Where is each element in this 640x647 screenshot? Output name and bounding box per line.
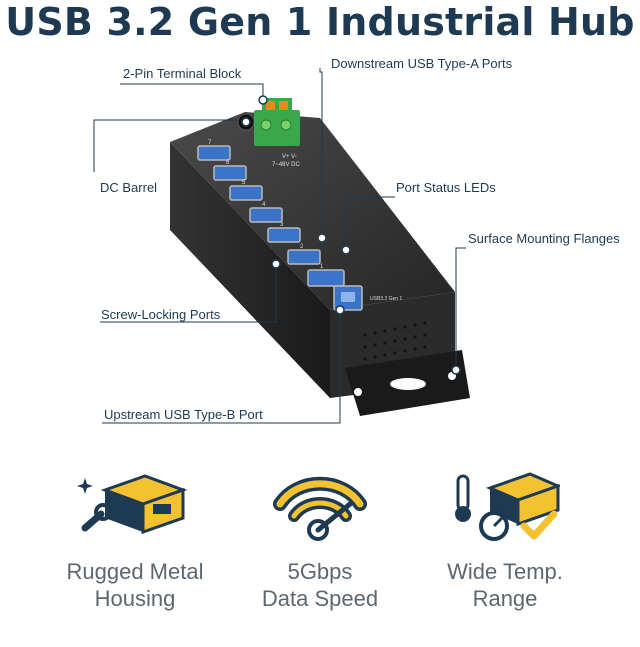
svg-text:7: 7 xyxy=(208,140,212,146)
hub-diagram: V+ V- 7~48V DC 7 6 5 4 3 2 1 USB3.2 Gen … xyxy=(93,68,470,424)
callout-downstream-ports: Downstream USB Type-A Ports xyxy=(331,56,513,71)
feature-label-line1: Wide Temp. xyxy=(447,559,563,584)
rugged-housing-icon xyxy=(77,474,188,535)
feature-wide-temp: Wide Temp. Range xyxy=(410,470,600,612)
usb-port-7 xyxy=(197,145,231,161)
svg-text:1: 1 xyxy=(320,264,324,270)
port-numbers: 7 6 5 4 3 2 1 xyxy=(208,140,324,270)
callout-screw-locking: Screw-Locking Ports xyxy=(101,307,221,322)
svg-text:5: 5 xyxy=(242,180,246,186)
svg-text:6: 6 xyxy=(226,160,230,166)
feature-label-line1: Rugged Metal xyxy=(66,559,204,584)
usb-port-3 xyxy=(267,227,301,243)
callout-dots xyxy=(241,95,461,375)
flange-hole xyxy=(354,388,362,396)
page-title: USB 3.2 Gen 1 Industrial Hub xyxy=(5,0,635,44)
housing-side xyxy=(170,142,330,398)
callout-lines xyxy=(93,68,466,424)
callout-mounting-flanges: Surface Mounting Flanges xyxy=(468,231,620,246)
voltage-marking: 7~48V DC xyxy=(272,162,301,168)
temperature-gauge-icon xyxy=(455,472,560,541)
feature-rugged-housing: Rugged Metal Housing xyxy=(40,470,230,612)
feature-data-speed: 5Gbps Data Speed xyxy=(225,470,415,612)
wifi-speed-icon xyxy=(273,476,367,541)
usb-port-4 xyxy=(249,207,283,223)
feature-label-line1: 5Gbps xyxy=(287,559,353,584)
feature-label-line2: Housing xyxy=(94,586,176,611)
feature-label-line2: Range xyxy=(472,586,538,611)
svg-text:4: 4 xyxy=(262,202,266,208)
vent-holes xyxy=(363,321,427,361)
usb-port-5 xyxy=(229,185,263,201)
usb-a-ports xyxy=(197,145,345,287)
terminal-block xyxy=(254,98,300,146)
usb-port-6 xyxy=(213,165,247,181)
flange-slot xyxy=(390,378,426,390)
usb-port-1 xyxy=(307,269,345,287)
terminal-marking: V+ V- xyxy=(282,154,297,160)
callout-dc-barrel: DC Barrel xyxy=(100,180,158,195)
callout-port-status-leds: Port Status LEDs xyxy=(396,180,496,195)
callout-terminal-block: 2-Pin Terminal Block xyxy=(123,66,242,81)
usb-port-2 xyxy=(287,249,321,265)
callout-upstream-port: Upstream USB Type-B Port xyxy=(104,407,263,422)
feature-label-line2: Data Speed xyxy=(261,586,379,611)
usb-mark: USB3.2 Gen 1 xyxy=(370,296,402,302)
svg-text:3: 3 xyxy=(280,222,284,228)
housing-top xyxy=(170,112,455,310)
svg-text:2: 2 xyxy=(300,244,304,250)
